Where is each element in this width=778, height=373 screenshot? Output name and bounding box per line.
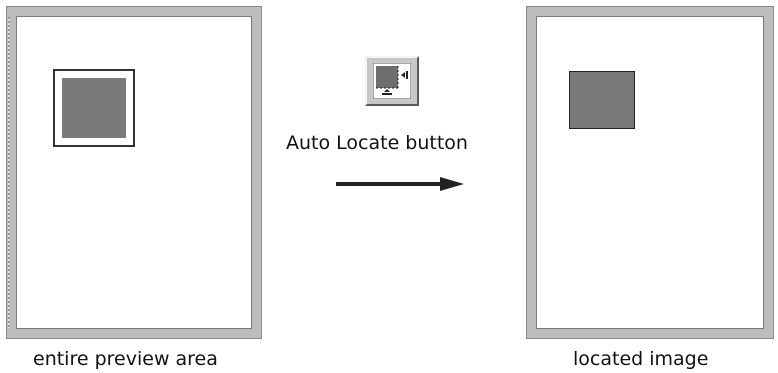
auto-locate-icon	[373, 63, 411, 99]
entire-preview-area-frame	[6, 6, 262, 339]
entire-preview-area-caption: entire preview area	[33, 348, 218, 370]
located-image-frame	[526, 6, 774, 339]
located-image-thumbnail[interactable]	[569, 71, 635, 129]
preview-canvas	[8, 16, 252, 329]
auto-locate-button-caption: Auto Locate button	[286, 132, 468, 154]
image-thumbnail	[62, 78, 126, 138]
auto-locate-button[interactable]	[365, 56, 419, 106]
right-arrow-icon	[336, 177, 464, 191]
located-preview-canvas	[536, 16, 764, 329]
selected-image-marquee[interactable]	[53, 69, 135, 147]
located-image-caption: located image	[573, 348, 709, 370]
